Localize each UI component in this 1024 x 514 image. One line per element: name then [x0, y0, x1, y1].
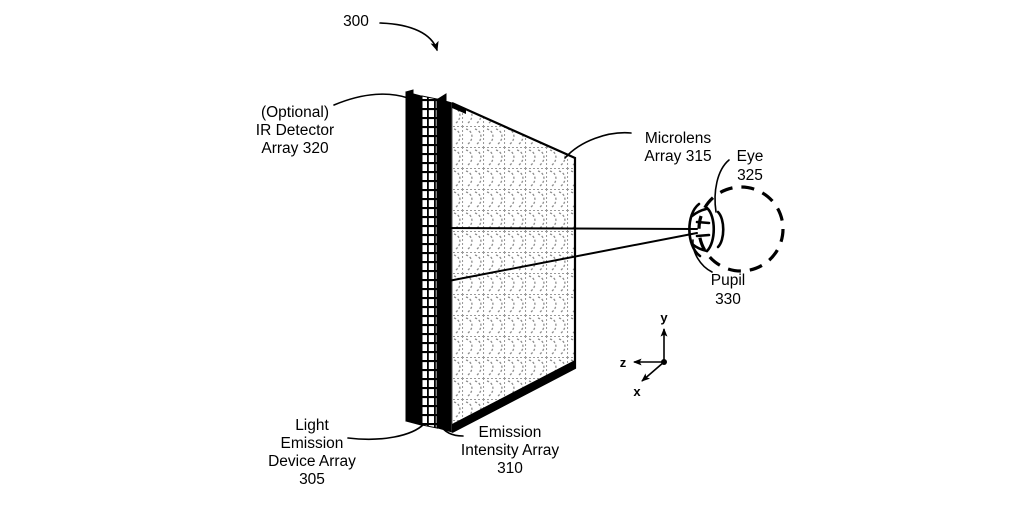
label-emission-intensity-array: Emission Intensity Array 310 — [461, 424, 559, 477]
eye-group — [688, 185, 785, 273]
light-emission-line2: Emission — [281, 435, 344, 452]
microlens-array-leader — [564, 131, 632, 159]
microlens-array-top-shadow — [452, 103, 466, 114]
eye-line2: 325 — [737, 167, 763, 184]
ir-detector-array-leader — [333, 93, 409, 106]
label-pupil: Pupil 330 — [711, 272, 745, 308]
device-stack — [405, 89, 577, 433]
eye-line1: Eye — [737, 148, 764, 165]
emission-intensity-line1: Emission — [479, 424, 542, 441]
microlens-array-base-shadow — [452, 360, 575, 432]
eye-leader — [714, 159, 730, 213]
pupil-arc-outer — [705, 206, 716, 253]
light-ray-upper — [437, 227, 698, 230]
coordinate-axes: y z x — [620, 310, 669, 399]
figure-number-callout: 300 — [343, 13, 439, 52]
light-ray-lower — [437, 232, 698, 284]
emission-intensity-array-panel — [421, 95, 438, 429]
label-light-emission-device-array: Light Emission Device Array 305 — [268, 417, 356, 488]
figure-number-text: 300 — [343, 13, 369, 30]
label-eye: Eye 325 — [737, 148, 764, 184]
light-emission-line3: Device Array — [268, 453, 356, 470]
microlens-array-line2: Array 315 — [644, 148, 711, 165]
eye-sclera-outline — [697, 185, 785, 273]
light-emission-line4: 305 — [299, 471, 325, 488]
light-emission-device-array-leader — [347, 423, 425, 441]
light-emission-device-array-edge — [437, 93, 447, 429]
ir-detector-array-line1: (Optional) — [261, 104, 329, 121]
eye-cornea-arc — [688, 202, 702, 258]
light-ray-bundle — [437, 227, 698, 284]
ir-detector-array-line3: Array 320 — [261, 140, 329, 157]
emission-intensity-array-leader — [440, 424, 464, 437]
figure-number-arrow — [379, 22, 439, 52]
label-ir-detector-array: (Optional) IR Detector Array 320 — [256, 104, 334, 157]
ir-detector-array-edge — [405, 89, 414, 422]
axis-x-label: x — [633, 384, 641, 399]
pupil-line2: 330 — [715, 291, 741, 308]
microlens-array-line1: Microlens — [645, 130, 712, 147]
pupil-axis-mark-lower — [695, 233, 711, 238]
axis-y-label: y — [660, 310, 668, 325]
axis-x-line — [641, 361, 665, 382]
ir-detector-array-line2: IR Detector — [256, 122, 334, 139]
axis-z-label: z — [620, 355, 627, 370]
pupil-arc-inner — [716, 210, 725, 249]
pupil-axis-mark-upper — [695, 220, 711, 225]
light-emission-line1: Light — [295, 417, 329, 434]
emission-intensity-line2: Intensity Array — [461, 442, 559, 459]
pupil-leader — [692, 239, 713, 273]
emission-intensity-line3: 310 — [497, 460, 523, 477]
pupil-line1: Pupil — [711, 272, 745, 289]
pupil-rim-upper — [690, 207, 708, 218]
label-microlens-array: Microlens Array 315 — [644, 130, 711, 165]
